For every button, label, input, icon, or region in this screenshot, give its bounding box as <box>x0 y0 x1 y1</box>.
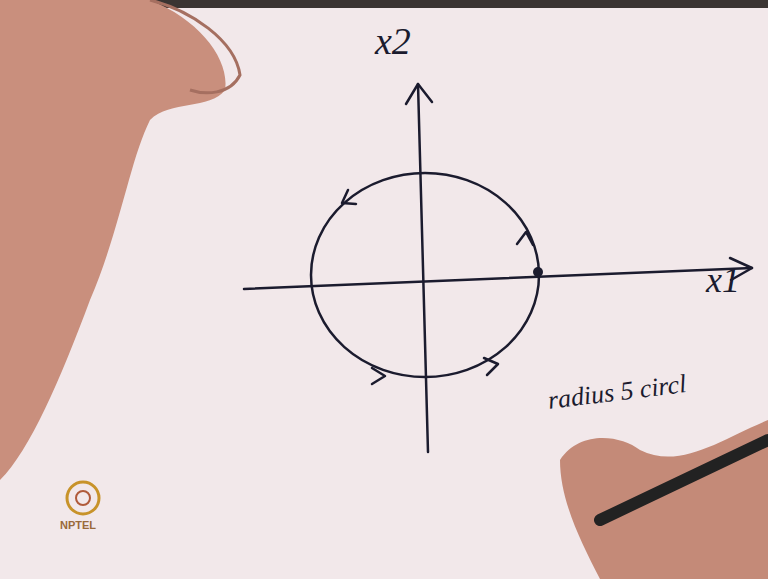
watermark: NPTEL <box>60 520 96 531</box>
nptel-logo <box>76 491 90 505</box>
direction-arrow <box>517 232 533 245</box>
pen <box>600 440 768 520</box>
axis-label: x2 <box>375 22 411 60</box>
x1-axis <box>244 268 752 289</box>
radius-circle <box>311 173 539 377</box>
start-point <box>533 267 543 277</box>
direction-arrow <box>342 190 356 204</box>
axis-arrowhead <box>406 84 432 104</box>
direction-arrow <box>484 358 498 375</box>
nptel-logo <box>67 482 99 514</box>
direction-arrow <box>372 368 385 384</box>
left-hand-finger <box>150 0 240 93</box>
right-hand <box>560 420 768 579</box>
axis-label: x1 <box>706 262 740 298</box>
x2-axis <box>418 84 428 452</box>
left-hand <box>0 0 226 480</box>
